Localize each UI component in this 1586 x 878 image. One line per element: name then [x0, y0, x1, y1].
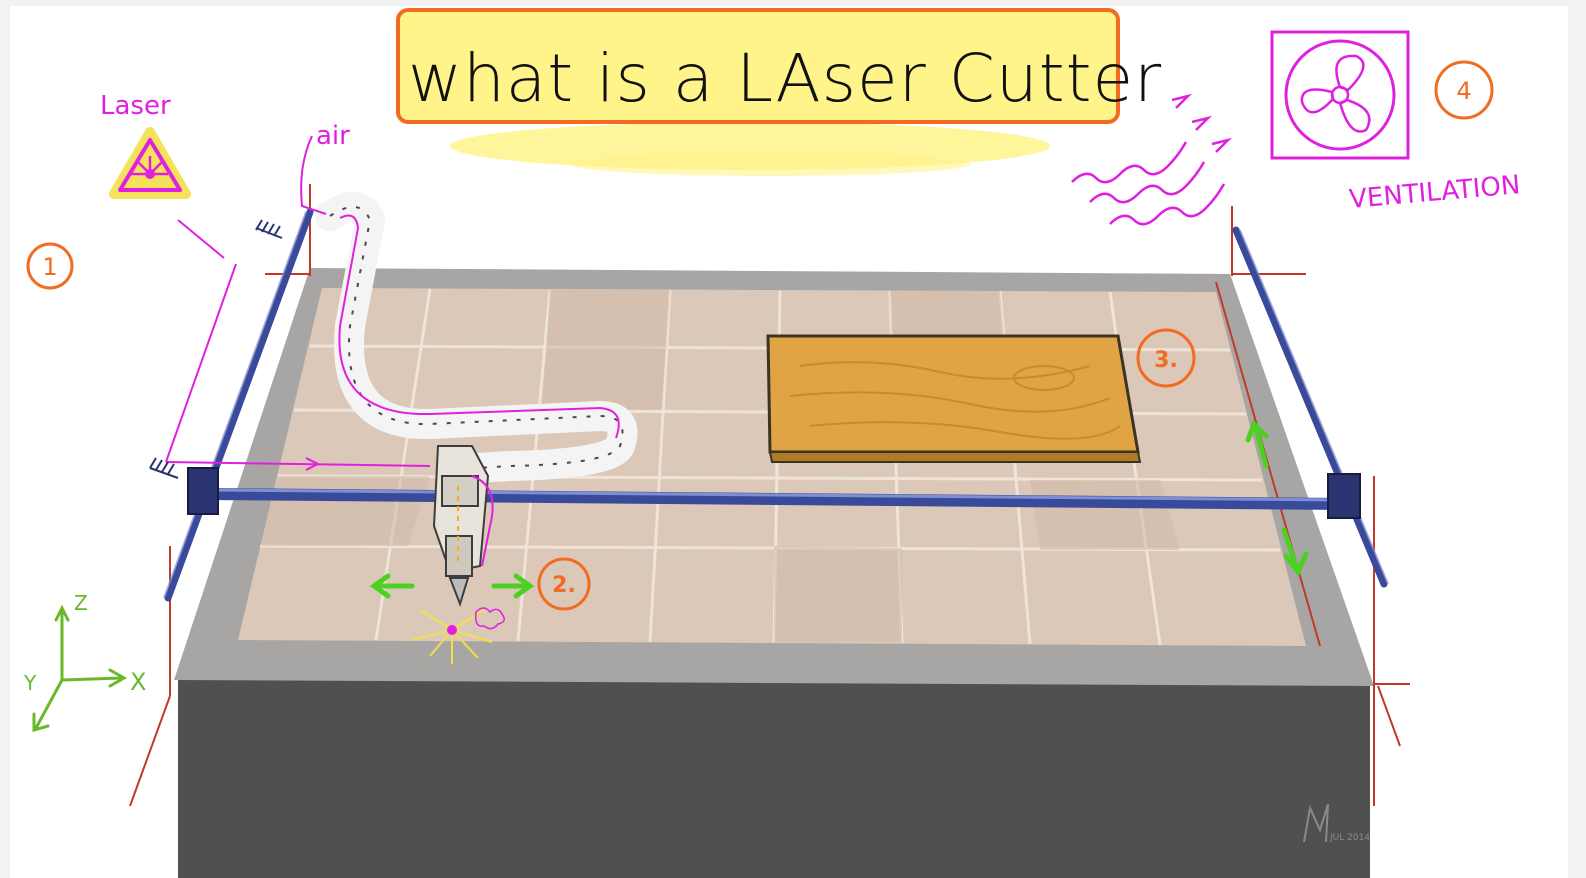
- gantry-end-block-right: [1328, 474, 1360, 518]
- page-title: what is a LAser Cutter: [408, 40, 1128, 120]
- laser-pointer-line: [178, 220, 224, 258]
- signature-label: JUL 2014: [1329, 833, 1370, 843]
- marker-4-label: 4: [1456, 77, 1471, 105]
- laser-warning-icon: [114, 132, 186, 194]
- marker-1: 1: [28, 244, 72, 288]
- marker-4: 4: [1436, 62, 1492, 118]
- axis-y-label: Y: [23, 671, 37, 695]
- diagram-canvas: Z X Y Laser air VENTILATION 1: [10, 6, 1568, 878]
- laser-spot: [447, 625, 457, 635]
- marker-1-label: 1: [42, 253, 57, 281]
- wood-workpiece: [768, 336, 1140, 462]
- laser-cutter-illustration: Z X Y Laser air VENTILATION 1: [10, 6, 1568, 878]
- ventilation-label: VENTILATION: [1348, 170, 1521, 215]
- marker-3-label: 3.: [1154, 348, 1178, 373]
- air-label: air: [316, 121, 350, 151]
- axis-x-label: X: [130, 668, 146, 696]
- cabinet: [178, 676, 1370, 878]
- laser-label: Laser: [100, 91, 171, 121]
- marker-2-label: 2.: [552, 573, 576, 598]
- axes-indicator: [34, 608, 124, 730]
- gantry-end-block-left: [188, 468, 218, 514]
- axis-z-label: Z: [74, 591, 88, 615]
- fan-icon: [1272, 32, 1408, 158]
